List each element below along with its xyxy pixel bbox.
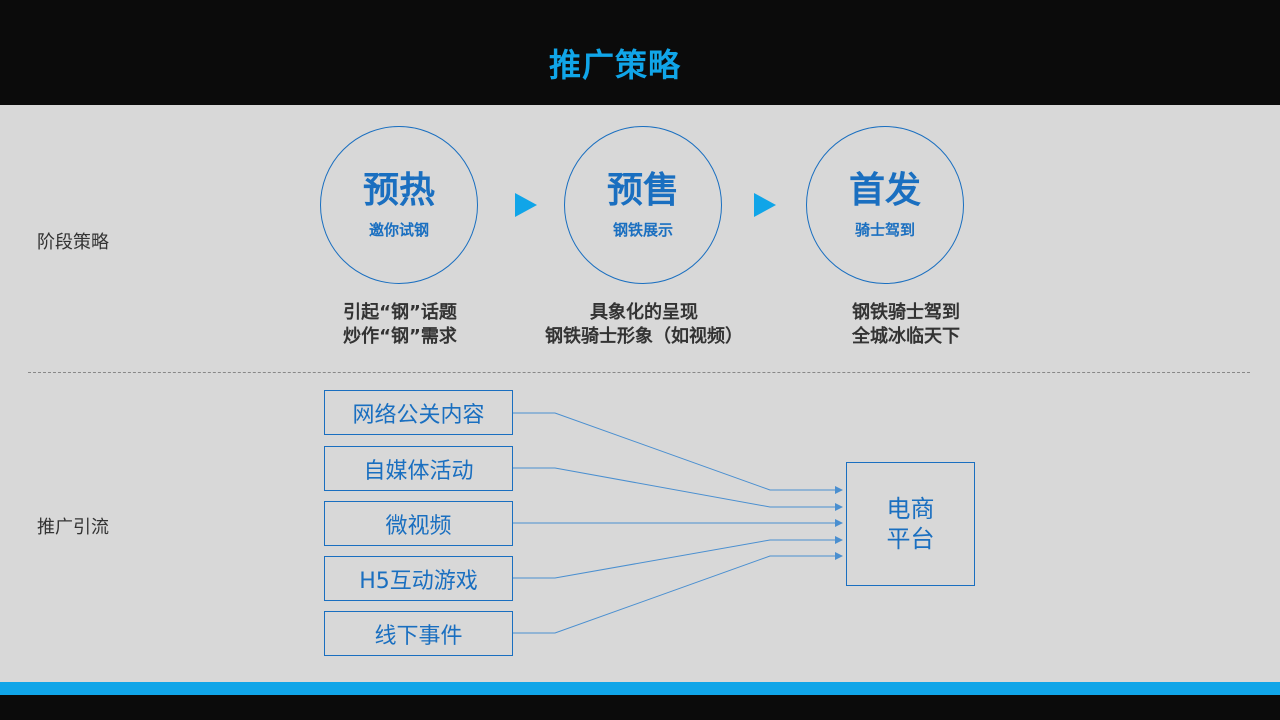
stage-circle-launch: 首发 骑士驾到 <box>806 126 964 284</box>
stage-description-presale: 具象化的呈现 钢铁骑士形象（如视频） <box>524 301 764 349</box>
stage-description-preheat: 引起“钢”话题 炒作“钢”需求 <box>300 301 500 349</box>
footer-bar <box>0 695 1280 720</box>
channel-box-offline-event: 线下事件 <box>324 611 513 656</box>
connector-line <box>513 552 843 634</box>
stage-name: 预热 <box>362 170 435 211</box>
channel-box-micro-video: 微视频 <box>324 501 513 546</box>
promo-traffic-label: 推广引流 <box>37 517 109 538</box>
header-bar <box>0 0 1280 105</box>
stage-subtitle: 钢铁展示 <box>612 221 673 239</box>
connector-line <box>513 467 843 511</box>
stage-description-launch: 钢铁骑士驾到 全城冰临天下 <box>806 301 1006 349</box>
stage-subtitle: 邀你试钢 <box>368 221 429 239</box>
ecommerce-platform-box: 电商 平台 <box>846 462 975 586</box>
channel-box-self-media: 自媒体活动 <box>324 446 513 491</box>
platform-line: 平台 <box>886 525 935 553</box>
desc-line: 引起“钢”话题 <box>343 302 457 323</box>
stage-circle-presale: 预售 钢铁展示 <box>564 126 722 284</box>
channel-box-pr: 网络公关内容 <box>324 390 513 435</box>
stage-strategy-label: 阶段策略 <box>37 232 109 253</box>
stage-name: 首发 <box>848 170 921 211</box>
page-title: 推广策略 <box>548 46 681 84</box>
section-divider <box>28 372 1250 373</box>
arrow-right-icon <box>754 193 776 217</box>
desc-line: 炒作“钢”需求 <box>343 326 457 347</box>
desc-line: 具象化的呈现 <box>590 302 698 323</box>
stage-subtitle: 骑士驾到 <box>854 221 915 239</box>
arrow-right-icon <box>515 193 537 217</box>
stage-name: 预售 <box>606 170 679 211</box>
desc-line: 钢铁骑士驾到 <box>852 302 960 323</box>
desc-line: 全城冰临天下 <box>852 326 960 347</box>
footer-accent-bar <box>0 682 1280 695</box>
stage-circle-preheat: 预热 邀你试钢 <box>320 126 478 284</box>
desc-line: 钢铁骑士形象（如视频） <box>545 326 743 347</box>
channel-box-h5-game: H5互动游戏 <box>324 556 513 601</box>
connector-line <box>513 412 843 494</box>
connector-line <box>513 536 843 579</box>
platform-line: 电商 <box>886 495 935 523</box>
